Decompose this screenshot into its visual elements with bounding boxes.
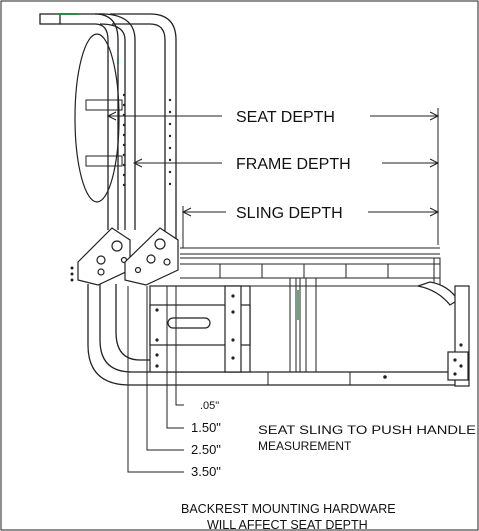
mounting-bracket-right	[124, 227, 179, 286]
adjustment-holes	[122, 93, 172, 187]
offset-350: 3.50"	[191, 464, 221, 479]
sling-depth-dimension	[181, 207, 440, 217]
frame-bolt	[383, 375, 387, 379]
front-hanger-holes	[453, 343, 463, 376]
note-seat-sling-1: SEAT SLING TO PUSH HANDLE	[258, 423, 476, 437]
seat-plate-holes	[155, 294, 235, 368]
offset-005: .05"	[200, 400, 219, 412]
vertical-strut	[289, 278, 317, 372]
lower-frame-loop	[87, 284, 465, 386]
note-backrest-2: WILL AFFECT SEAT DEPTH	[207, 518, 368, 531]
note-backrest-1: BACKREST MOUNTING HARDWARE	[181, 502, 396, 516]
push-handle-tubes	[39, 13, 177, 240]
seat-plate	[149, 285, 251, 373]
frame-depth-dimension	[132, 158, 440, 168]
mounting-bracket-left	[77, 227, 131, 286]
rail-ticks	[219, 264, 389, 278]
note-seat-sling-2: MEASUREMENT	[258, 439, 352, 453]
label-sling-depth: SLING DEPTH	[236, 205, 343, 222]
bracket-small-holes	[70, 266, 74, 282]
offset-250: 2.50"	[191, 442, 221, 457]
offset-leaders	[127, 286, 184, 473]
front-hanger	[447, 285, 470, 387]
seat-depth-dimension	[106, 111, 440, 121]
caster-fork	[415, 281, 459, 306]
backrest-slots	[85, 99, 123, 167]
label-frame-depth: FRAME DEPTH	[236, 156, 351, 173]
seat-rails	[180, 247, 441, 287]
offset-150: 1.50"	[191, 420, 221, 435]
label-seat-depth: SEAT DEPTH	[236, 109, 335, 126]
backrest-oval	[74, 33, 120, 203]
